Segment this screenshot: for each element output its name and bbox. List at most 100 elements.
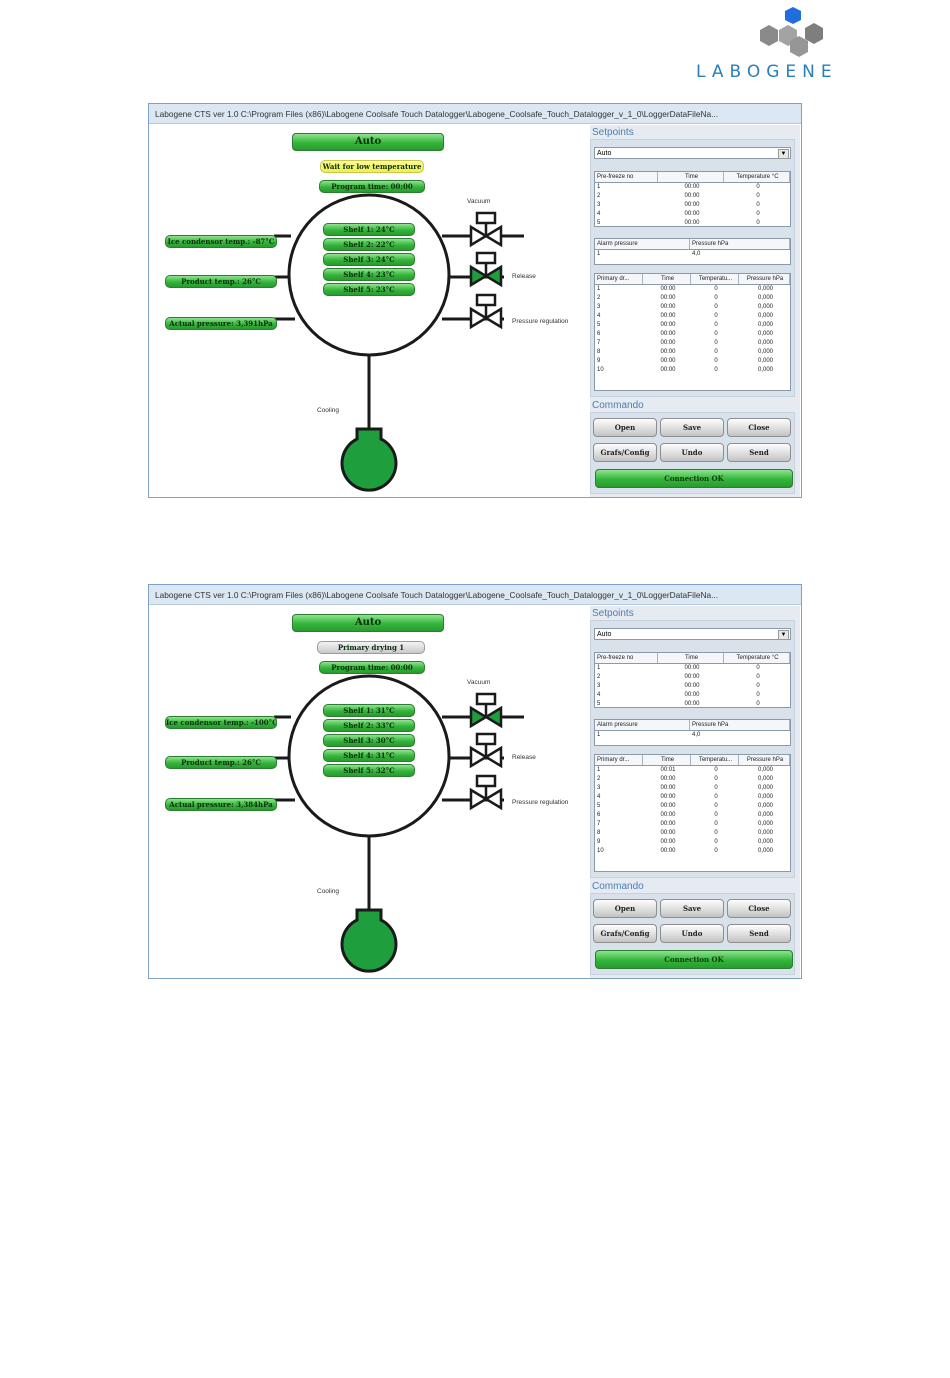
product-temp: Product temp.: 26°C bbox=[165, 275, 277, 288]
undo-button[interactable]: Undo bbox=[660, 443, 724, 462]
save-button[interactable]: Save bbox=[660, 418, 724, 437]
vacuum-valve-icon[interactable] bbox=[469, 211, 503, 261]
column-header[interactable]: Temperatu... bbox=[691, 755, 739, 765]
connection-status[interactable]: Connection OK bbox=[595, 469, 793, 488]
pressure-regulation-valve-icon[interactable] bbox=[469, 774, 503, 824]
column-header[interactable]: Temperature °C bbox=[724, 653, 790, 663]
program-select[interactable]: Auto▼ bbox=[594, 147, 791, 159]
column-header[interactable]: Pressure hPa bbox=[690, 720, 790, 730]
shelf-2-temp: Shelf 2: 22°C bbox=[323, 238, 415, 251]
table-cell: 1 bbox=[597, 251, 601, 257]
primary-drying-table[interactable]: Primary dr... Time Temperatu... Pressure… bbox=[594, 273, 791, 391]
column-header[interactable]: Time bbox=[658, 172, 724, 182]
mode-indicator[interactable]: Auto bbox=[292, 614, 444, 632]
shelf-2-temp: Shelf 2: 33°C bbox=[323, 719, 415, 732]
column-header[interactable]: Pressure hPa bbox=[739, 274, 790, 284]
window-titlebar[interactable]: Labogene CTS ver 1.0 C:\Program Files (x… bbox=[149, 585, 801, 605]
close-button[interactable]: Close bbox=[727, 418, 791, 437]
grafs-config-button[interactable]: Grafs/Config bbox=[593, 443, 657, 462]
grafs-config-button[interactable]: Grafs/Config bbox=[593, 924, 657, 943]
column-header[interactable]: Pre-freeze no bbox=[595, 653, 658, 663]
close-button[interactable]: Close bbox=[727, 899, 791, 918]
open-button[interactable]: Open bbox=[593, 418, 657, 437]
column-header[interactable]: Alarm pressure bbox=[595, 720, 690, 730]
process-diagram: Auto Primary drying 1 Program time: 00:0… bbox=[149, 606, 589, 978]
column-header[interactable]: Time bbox=[658, 653, 724, 663]
column-header[interactable]: Temperature °C bbox=[724, 172, 790, 182]
column-header[interactable]: Time bbox=[643, 274, 691, 284]
table-cell: 5 bbox=[597, 803, 601, 809]
table-cell: 0 bbox=[714, 830, 718, 836]
undo-button[interactable]: Undo bbox=[660, 924, 724, 943]
send-button[interactable]: Send bbox=[727, 924, 791, 943]
table-cell: 5 bbox=[597, 220, 601, 226]
cooling-label: Cooling bbox=[317, 407, 340, 414]
program-select[interactable]: Auto▼ bbox=[594, 628, 791, 640]
column-header[interactable]: Temperatu... bbox=[691, 274, 739, 284]
mode-indicator[interactable]: Auto bbox=[292, 133, 444, 151]
pressure-regulation-valve-icon[interactable] bbox=[469, 293, 503, 343]
window-titlebar[interactable]: Labogene CTS ver 1.0 C:\Program Files (x… bbox=[149, 104, 801, 124]
table-cell: 2 bbox=[597, 193, 601, 199]
column-header[interactable]: Pressure hPa bbox=[739, 755, 790, 765]
table-cell: 00:00 bbox=[684, 184, 700, 190]
chevron-down-icon[interactable]: ▼ bbox=[778, 630, 789, 640]
chevron-down-icon[interactable]: ▼ bbox=[778, 149, 789, 159]
vacuum-valve-icon[interactable] bbox=[469, 692, 503, 742]
table-cell: 0 bbox=[714, 358, 718, 364]
column-header[interactable]: Pressure hPa bbox=[690, 239, 790, 249]
column-header[interactable]: Primary dr... bbox=[595, 274, 643, 284]
primary-drying-table[interactable]: Primary dr... Time Temperatu... Pressure… bbox=[594, 754, 791, 872]
table-cell: 1 bbox=[597, 184, 601, 190]
release-valve-icon[interactable] bbox=[469, 251, 503, 301]
send-button[interactable]: Send bbox=[727, 443, 791, 462]
table-cell: 6 bbox=[597, 812, 601, 818]
table-cell: 0,000 bbox=[757, 313, 773, 319]
save-button[interactable]: Save bbox=[660, 899, 724, 918]
column-header[interactable]: Time bbox=[643, 755, 691, 765]
column-header[interactable]: Pre-freeze no bbox=[595, 172, 658, 182]
open-button[interactable]: Open bbox=[593, 899, 657, 918]
column-header[interactable]: Alarm pressure bbox=[595, 239, 690, 249]
connection-status[interactable]: Connection OK bbox=[595, 950, 793, 969]
shelf-3-temp: Shelf 3: 24°C bbox=[323, 253, 415, 266]
release-valve-icon[interactable] bbox=[469, 732, 503, 782]
prefreeze-table[interactable]: Pre-freeze no Time Temperature °C 1 00:00… bbox=[594, 171, 791, 227]
column-header[interactable]: Primary dr... bbox=[595, 755, 643, 765]
